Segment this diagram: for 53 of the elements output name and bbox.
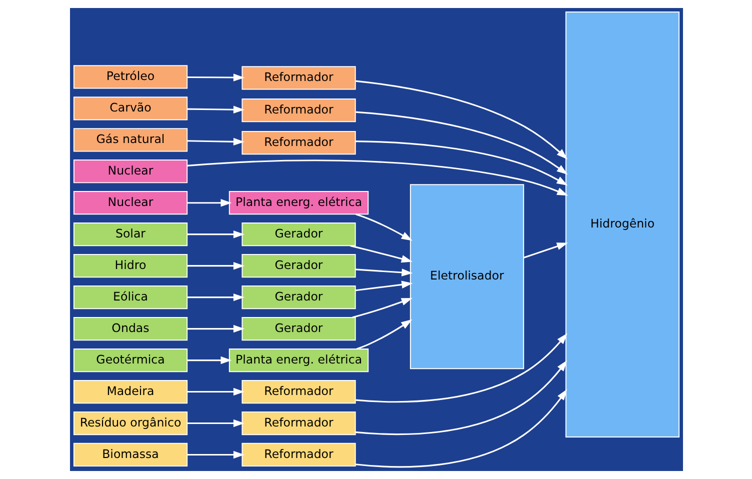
arrow xyxy=(186,293,244,302)
arrow xyxy=(355,333,567,403)
arrow xyxy=(350,244,412,263)
node-box: Reformador xyxy=(241,442,356,467)
node-box: Gerador xyxy=(241,254,356,278)
arrow xyxy=(186,356,232,364)
arrow xyxy=(186,419,244,428)
node-box: Solar xyxy=(72,222,188,246)
node-box: Reformador xyxy=(241,131,356,155)
node-box: Ondas xyxy=(72,317,188,341)
node-box: Eletrolisador xyxy=(409,184,524,370)
node-box: Gerador xyxy=(241,317,356,341)
arrow xyxy=(186,106,244,114)
arrow xyxy=(186,198,232,207)
arrow xyxy=(352,298,412,318)
node-box: Gás natural xyxy=(72,128,188,152)
arrow xyxy=(186,138,244,146)
arrow xyxy=(523,242,568,258)
node-box: Reformador xyxy=(241,66,356,90)
arrow xyxy=(354,360,567,436)
arrow xyxy=(355,111,568,175)
arrow xyxy=(354,140,568,186)
arrow xyxy=(186,160,568,196)
node-box: Geotérmica xyxy=(72,348,188,372)
arrow xyxy=(355,389,567,468)
node-box: Gerador xyxy=(241,222,356,246)
node-box: Carvão xyxy=(72,96,188,120)
node-box: Reformador xyxy=(241,98,356,122)
arrow xyxy=(354,280,412,292)
node-box: Madeira xyxy=(72,380,188,404)
arrow xyxy=(186,262,244,270)
node-box: Planta energ. elétrica xyxy=(228,191,368,215)
arrow xyxy=(355,214,412,241)
arrow xyxy=(186,388,244,396)
node-box: Hidro xyxy=(72,254,188,278)
arrow xyxy=(355,80,568,160)
node-box: Reformador xyxy=(241,380,356,404)
arrow xyxy=(355,268,412,276)
arrow xyxy=(186,450,244,459)
arrow xyxy=(356,319,412,350)
node-box: Hidrogênio xyxy=(564,11,680,438)
node-box: Planta energ. elétrica xyxy=(228,348,368,372)
node-box: Eólica xyxy=(72,286,188,310)
node-box: Nuclear xyxy=(72,191,188,215)
node-box: Biomassa xyxy=(72,442,188,467)
arrow xyxy=(186,230,244,238)
arrow xyxy=(186,324,244,333)
node-box: Gerador xyxy=(241,286,356,310)
node-box: Resíduo orgânico xyxy=(72,411,188,436)
arrow xyxy=(186,74,244,82)
node-box: Petróleo xyxy=(72,65,188,89)
node-box: Nuclear xyxy=(72,160,188,184)
node-box: Reformador xyxy=(241,411,356,436)
